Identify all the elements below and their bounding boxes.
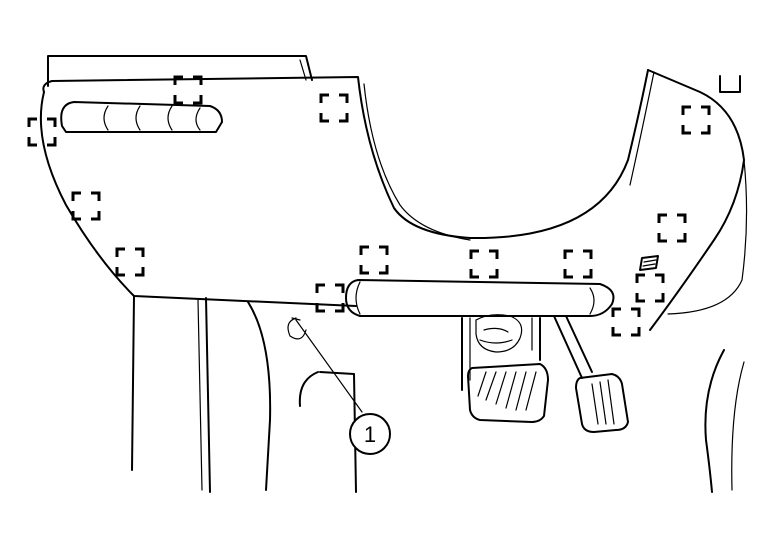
accelerator-pedal (553, 315, 629, 433)
left-lower-side (131, 295, 357, 493)
clip-marker (657, 213, 687, 243)
callout-1-circle (349, 413, 391, 455)
callout-1-label: 1 (364, 422, 376, 447)
clip-marker (173, 75, 203, 105)
clip-marker (319, 93, 349, 123)
upper-dash-edge (47, 55, 313, 87)
right-side-trim (639, 255, 745, 493)
clip-marker (681, 105, 711, 135)
clip-marker (115, 247, 145, 277)
callout-1: 1 (295, 319, 391, 455)
clip-marker (635, 273, 665, 303)
clip-marker (27, 117, 57, 147)
clip-marker (469, 249, 499, 279)
column-shroud (461, 314, 541, 391)
callout-1-leader (295, 319, 363, 413)
clip-marker (71, 191, 101, 221)
knee-bar (345, 279, 615, 317)
clip-marker (359, 245, 389, 275)
clip-markers (27, 75, 711, 337)
clip-marker (315, 283, 345, 313)
brake-pedal (467, 363, 549, 423)
lower-panel-cover (39, 69, 748, 331)
clip-marker (611, 307, 641, 337)
side-vent (60, 101, 223, 133)
clip-marker (563, 249, 593, 279)
